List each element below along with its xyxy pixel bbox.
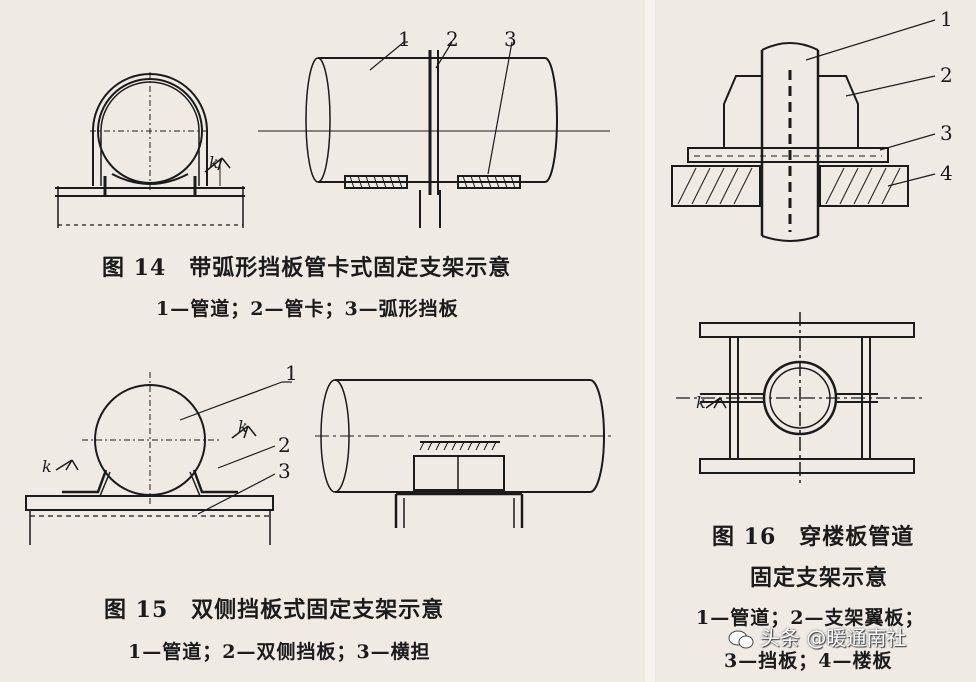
fig15-elevation-view [315,379,612,528]
fig16-callout-1: 1 [940,7,953,31]
fig16-marker-k: k [696,393,706,412]
fig14-legend: 1—管道；2—管卡；3—弧形挡板 [156,298,459,320]
fig15-title: 图 15 双侧挡板式固定支架示意 [104,597,445,623]
fig15-marker-k-left: k [42,457,52,476]
fig16-callout-4: 4 [940,161,953,185]
fig15-callout-1: 1 [285,361,298,385]
fig16-top-view [671,19,936,242]
fig16-title-line2: 固定支架示意 [750,565,889,591]
fig14-marker-k: k [209,153,219,172]
fig16-plan-pipe [762,360,838,436]
fig14-arc-baffle-right [457,175,521,189]
fig16-floor-slab-right [819,165,909,207]
fig15-marker-k-right: k [238,417,248,436]
fig16-legend-line1: 1—管道；2—支架翼板； [696,607,925,629]
fig15-baffle-block [413,455,505,491]
watermark: 头条 @暖通南社 [728,622,906,651]
fig14-section-view [55,72,245,228]
fig16-plan-view [676,312,926,484]
fig16-callout-2: 2 [940,63,953,87]
fig14-callout-1: 1 [398,27,411,51]
fig15-callout-3: 3 [278,459,291,483]
fig16-callout-3: 3 [940,121,953,145]
fig16-legend-line2: 3—挡板；4—楼板 [724,650,893,672]
fig14-callout-2: 2 [446,27,459,51]
left-page-panel [0,0,645,682]
fig16-floor-slab-left [671,165,761,207]
fig16-title-line1: 图 16 穿楼板管道 [712,524,915,550]
fig14-pipe-clamp [92,73,208,186]
fig14-arc-baffle-left [344,175,408,189]
fig15-legend: 1—管道；2—双侧挡板；3—横担 [128,641,431,663]
page-divider [645,0,655,682]
fig16-support-wing [723,75,859,148]
fig14-title: 图 14 带弧形挡板管卡式固定支架示意 [102,255,512,281]
fig16-baffle-plate [687,147,889,163]
fig14-elevation-view [258,41,610,228]
fig14-pipe-elevation [318,57,558,183]
fig15-side-baffles [62,469,238,494]
right-page-panel [655,0,976,682]
fig15-crossbar [25,495,274,511]
fig15-section-view [25,372,292,545]
chat-bubble-icon [728,630,754,648]
fig16-pipe [760,50,820,236]
watermark-text: 头条 @暖通南社 [760,626,907,650]
fig14-callout-3: 3 [504,27,517,51]
fig15-callout-2: 2 [278,433,291,457]
fig16-plan-bottom-beam [699,458,915,474]
fig16-plan-top-beam [699,322,915,338]
